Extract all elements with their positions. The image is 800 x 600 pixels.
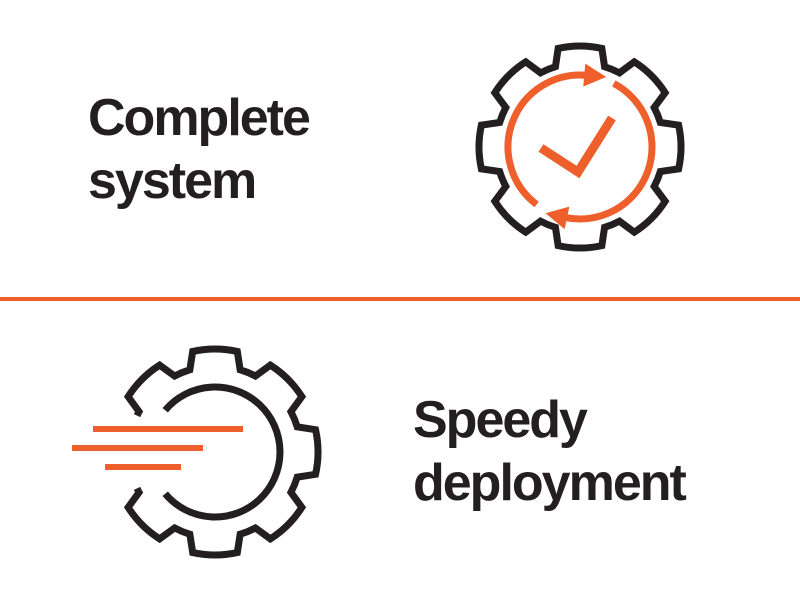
title-line-2: deployment <box>413 454 687 512</box>
gear-outline <box>475 42 685 252</box>
sync-arrowhead-bottom <box>545 206 570 230</box>
sync-arc-left <box>504 71 587 208</box>
sync-arrowhead-top <box>583 63 607 87</box>
section-divider <box>0 297 800 301</box>
checkmark <box>538 115 616 179</box>
gear-sync-check-icon <box>475 42 685 252</box>
complete-system-title: Complete system <box>88 87 311 213</box>
speedy-deployment-title: Speedy deployment <box>413 389 687 515</box>
title-line-2: system <box>88 152 257 210</box>
speed-line-3 <box>105 464 181 470</box>
sync-arc-right <box>564 80 656 223</box>
title-line-1: Complete <box>88 89 311 147</box>
inner-ring-arc <box>162 383 284 521</box>
speed-line-2 <box>72 445 203 451</box>
title-line-1: Speedy <box>413 391 588 449</box>
gear-speed-lines-icon <box>72 345 322 559</box>
gear-outline-open <box>123 345 322 559</box>
speed-line-1 <box>93 426 243 432</box>
